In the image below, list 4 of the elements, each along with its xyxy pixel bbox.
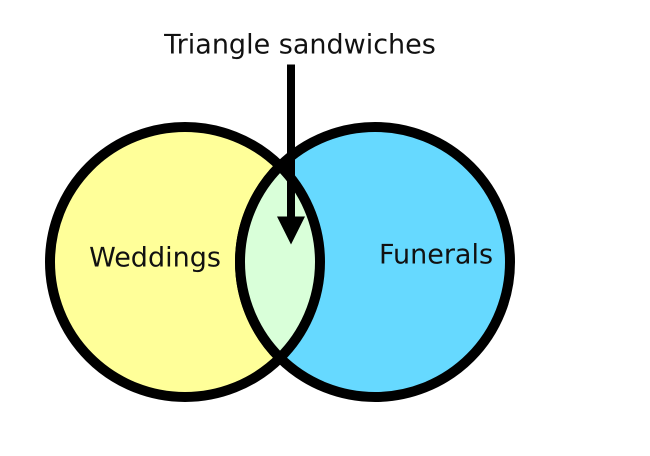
- set-label: Funerals: [378, 240, 494, 270]
- annotation-text: Triangle sandwiches: [164, 30, 436, 60]
- set-label: Weddings: [89, 242, 221, 274]
- leader-arrow: [277, 64, 305, 244]
